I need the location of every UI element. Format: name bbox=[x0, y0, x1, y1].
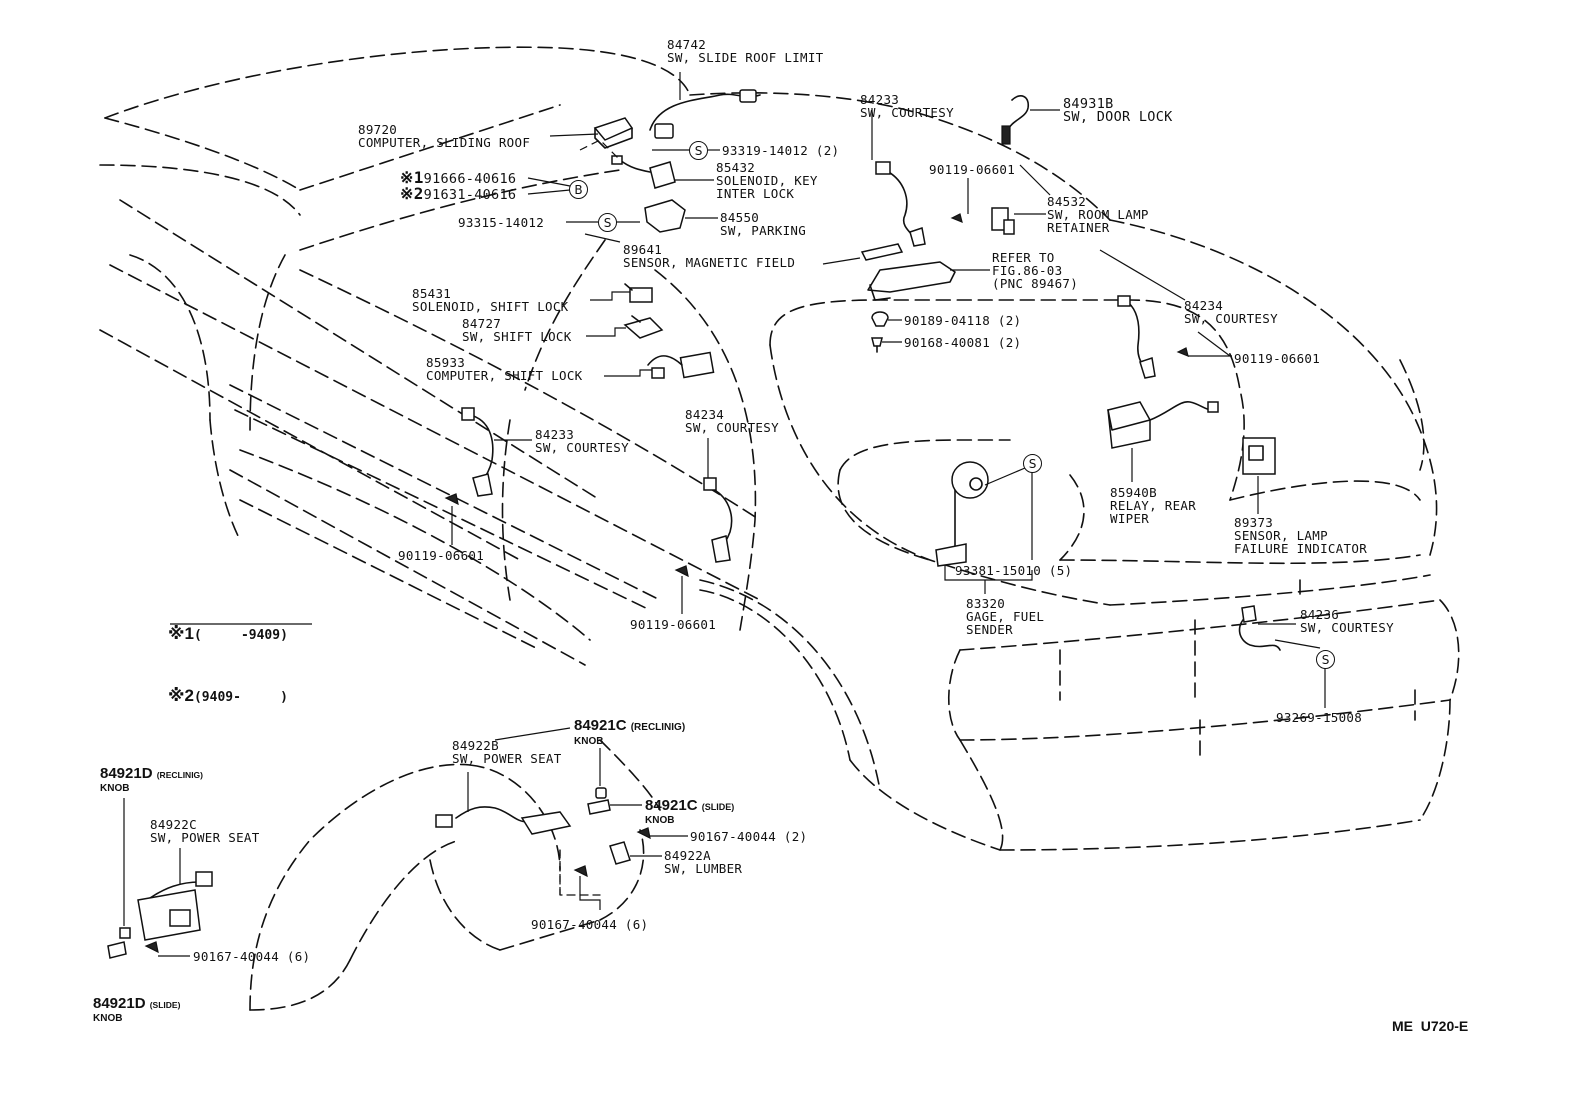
label-90168: 90168-40081 (2) bbox=[904, 335, 1022, 350]
seat-outline bbox=[249, 739, 661, 1011]
note-mark-1: ※1 bbox=[400, 168, 424, 187]
label-93319: 93319-14012 (2) bbox=[722, 143, 840, 158]
label-90119-a: 90119-06601 bbox=[929, 162, 1016, 177]
legend-row-1: ※1( -9409) bbox=[168, 624, 288, 643]
label-90119-d: 90119-06601 bbox=[630, 617, 717, 632]
label-refer-fig: REFER TO FIG.86-03 (PNC 89467) bbox=[992, 250, 1079, 291]
legend-notes: ※1( -9409) ※2(9409- ) bbox=[168, 584, 288, 728]
marker-b: B bbox=[569, 180, 588, 199]
label-93381: 93381-15010 (5) bbox=[955, 563, 1073, 578]
marker-s-93315: S bbox=[598, 213, 617, 232]
label-84921c-reclinig: 84921C (RECLINIG)KNOB bbox=[574, 717, 686, 748]
marker-s-93269: S bbox=[1316, 650, 1335, 669]
label-91631: ※291631-40616 bbox=[400, 184, 517, 203]
label-84921d-slide: 84921D (SLIDE)KNOB bbox=[93, 995, 181, 1025]
label-93315: 93315-14012 bbox=[458, 215, 545, 230]
marker-s-93319: S bbox=[689, 141, 708, 160]
marker-s-93381: S bbox=[1023, 454, 1042, 473]
diagram-code: ME U720-E bbox=[1392, 1018, 1469, 1034]
label-84921d-reclinig: 84921D (RECLINIG)KNOB bbox=[100, 765, 203, 795]
label-90167-a: 90167-40044 (2) bbox=[690, 829, 808, 844]
label-84921c-slide: 84921C (SLIDE)KNOB bbox=[645, 797, 735, 827]
leader-lines bbox=[123, 72, 1326, 957]
label-90119-c: 90119-06601 bbox=[398, 548, 485, 563]
label-90167-c: 90167-40044 (6) bbox=[193, 949, 311, 964]
label-93269: 93269-15008 bbox=[1276, 710, 1363, 725]
car-body-outline bbox=[99, 46, 1460, 851]
note-mark-2: ※2 bbox=[400, 184, 424, 203]
legend-row-2: ※2(9409- ) bbox=[168, 686, 288, 705]
label-91666: ※191666-40616 bbox=[400, 168, 517, 187]
label-90119-b: 90119-06601 bbox=[1234, 351, 1321, 366]
label-90189: 90189-04118 (2) bbox=[904, 313, 1022, 328]
label-90167-b: 90167-40044 (6) bbox=[531, 917, 649, 932]
